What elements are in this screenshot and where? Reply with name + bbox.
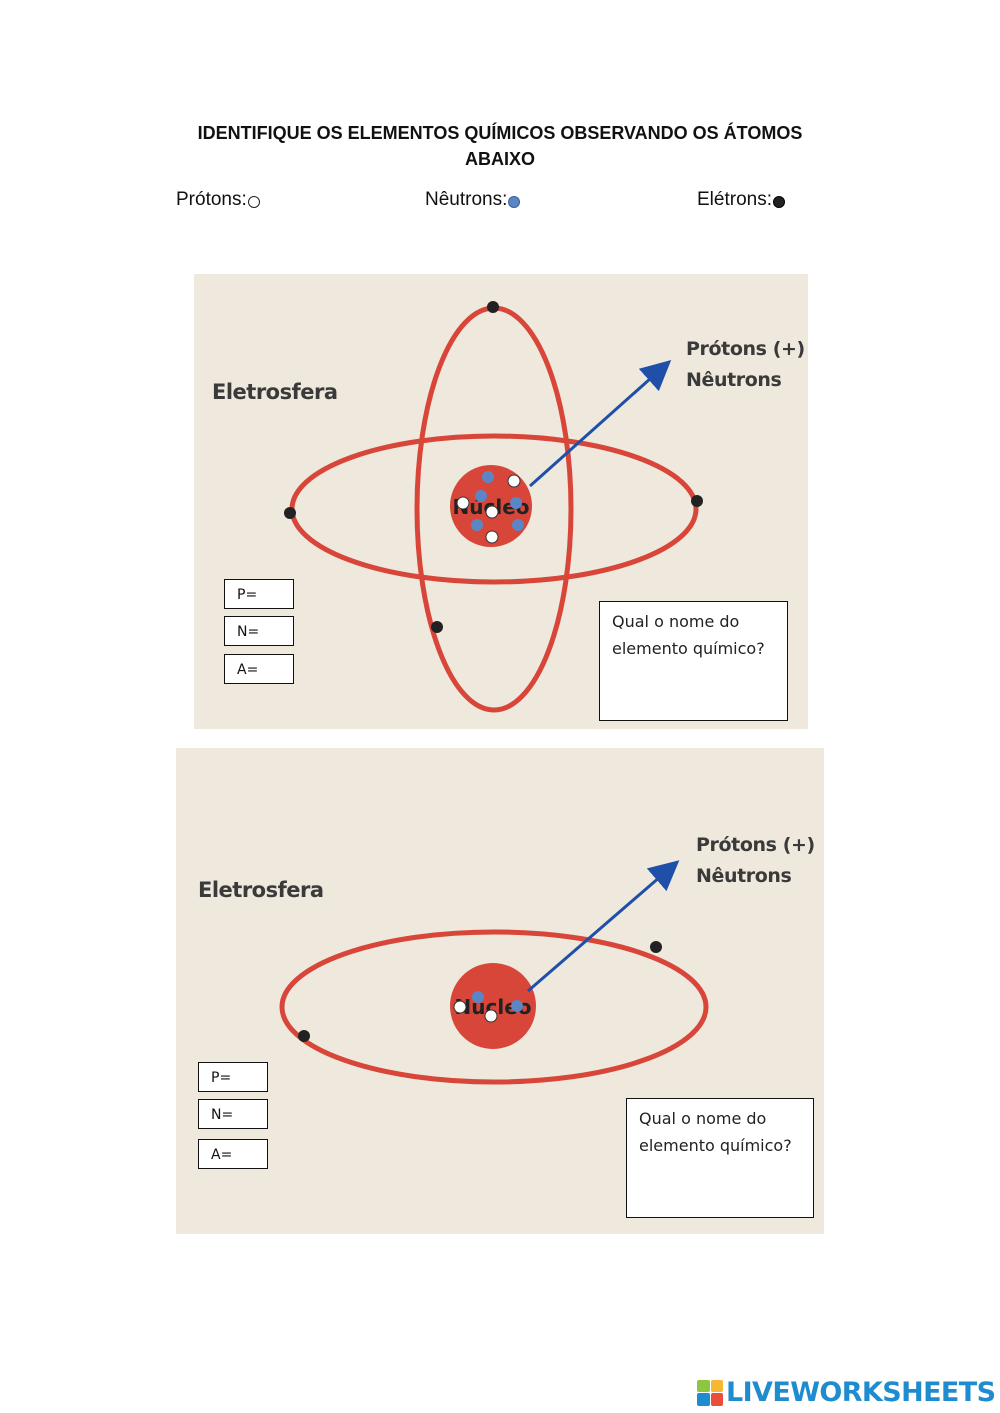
neutron (471, 519, 483, 531)
electron (691, 495, 703, 507)
worksheet-title: IDENTIFIQUE OS ELEMENTOS QUÍMICOS OBSERV… (150, 120, 850, 172)
neutron (482, 471, 494, 483)
brand-text: LIVEWORKSHEETS (726, 1377, 996, 1408)
neutron (472, 991, 484, 1003)
proton (507, 474, 521, 488)
mass-number-field[interactable]: A= (198, 1139, 268, 1169)
neutron-icon (508, 196, 521, 208)
neutrons-field-label: N= (211, 1107, 234, 1123)
orbit (279, 929, 709, 1085)
eletrosfera-label: Eletrosfera (212, 380, 338, 404)
neutrons-input[interactable] (257, 621, 291, 641)
mass-number-input[interactable] (231, 1144, 265, 1164)
protons-field[interactable]: P= (198, 1062, 268, 1092)
proton (485, 505, 499, 519)
electron (487, 301, 499, 313)
arrow-label-line-2: Nêutrons (686, 369, 782, 391)
neutrons-field-label: N= (237, 624, 260, 640)
protons-input[interactable] (257, 584, 291, 604)
proton (453, 1000, 467, 1014)
arrow (529, 360, 672, 488)
arrow-label: Prótons (+) Nêutrons (686, 334, 805, 396)
neutrons-field[interactable]: N= (198, 1099, 268, 1129)
atom-diagram-1: Núcleo (284, 301, 703, 713)
eletrosfera-label: Eletrosfera (198, 878, 324, 902)
arrow-label-line-1: Prótons (+) (696, 834, 815, 856)
legend-electrons: Elétrons: (697, 189, 785, 211)
neutron (511, 1000, 523, 1012)
element-name-question: Qual o nome do elemento químico? (639, 1109, 792, 1155)
proton (484, 1009, 498, 1023)
nucleus (450, 963, 536, 1049)
electron (650, 941, 662, 953)
arrow (527, 860, 680, 993)
electron (431, 621, 443, 633)
legend-protons: Prótons: (176, 189, 260, 211)
mass-number-field[interactable]: A= (224, 654, 294, 684)
title-line-1: IDENTIFIQUE OS ELEMENTOS QUÍMICOS OBSERV… (197, 123, 803, 143)
neutrons-field[interactable]: N= (224, 616, 294, 646)
protons-field[interactable]: P= (224, 579, 294, 609)
protons-field-label: P= (237, 587, 258, 603)
element-name-question: Qual o nome do elemento químico? (612, 612, 765, 658)
protons-field-label: P= (211, 1070, 232, 1086)
liveworksheets-brand: LIVEWORKSHEETS (697, 1377, 996, 1408)
protons-input[interactable] (231, 1067, 265, 1087)
electron (284, 507, 296, 519)
electron-icon (772, 196, 785, 208)
arrow-label: Prótons (+) Nêutrons (696, 830, 815, 892)
element-name-input[interactable] (635, 1179, 805, 1209)
title-line-2: ABAIXO (464, 149, 535, 169)
atom-panel-1: Núcleo Eletrosfera Prótons (+) Nêutrons … (194, 274, 808, 729)
legend-neutrons: Nêutrons: (425, 189, 521, 211)
mass-number-field-label: A= (211, 1147, 233, 1163)
arrow-label-line-2: Nêutrons (696, 865, 792, 887)
proton-icon (247, 196, 260, 208)
atom-diagram-2: Núcleo (279, 860, 709, 1085)
element-name-input[interactable] (608, 682, 779, 712)
arrow-label-line-1: Prótons (+) (686, 338, 805, 360)
element-name-box[interactable]: Qual o nome do elemento químico? (626, 1098, 814, 1218)
legend-protons-label: Prótons: (176, 189, 247, 210)
legend-neutrons-label: Nêutrons: (425, 189, 508, 210)
neutron (510, 497, 522, 509)
neutron (475, 490, 487, 502)
mass-number-input[interactable] (257, 659, 291, 679)
legend-electrons-label: Elétrons: (697, 189, 772, 210)
proton (485, 530, 499, 544)
neutrons-input[interactable] (231, 1104, 265, 1124)
liveworksheets-logo-icon (697, 1379, 723, 1406)
proton (456, 496, 470, 510)
element-name-box[interactable]: Qual o nome do elemento químico? (599, 601, 788, 721)
mass-number-field-label: A= (237, 662, 259, 678)
atom-panel-2: Núcleo Eletrosfera Prótons (+) Nêutrons … (176, 748, 824, 1234)
neutron (512, 519, 524, 531)
electron (298, 1030, 310, 1042)
